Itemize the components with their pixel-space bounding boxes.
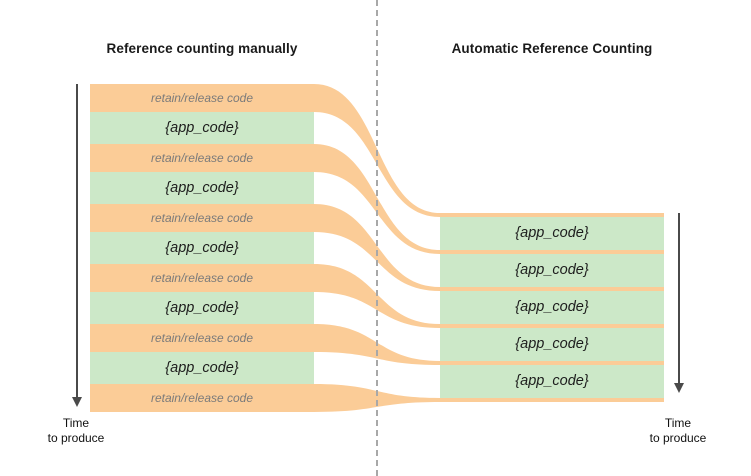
- left-time-axis-line: [76, 84, 78, 399]
- right-block-retain-1: [440, 213, 664, 217]
- right-time-arrow-icon: [674, 383, 684, 393]
- right-block-app-6: [440, 291, 664, 324]
- left-block-retain-7: [90, 264, 314, 292]
- left-block-retain-3: [90, 144, 314, 172]
- left-time-caption-line2: to produce: [47, 431, 105, 445]
- right-block-retain-11: [440, 398, 664, 402]
- left-block-app-6: [90, 232, 314, 264]
- center-divider-line: [376, 0, 378, 476]
- right-time-axis-line: [678, 213, 680, 385]
- left-time-arrow-icon: [72, 397, 82, 407]
- right-block-retain-5: [440, 287, 664, 291]
- left-block-retain-1: [90, 84, 314, 112]
- right-block-app-4: [440, 254, 664, 287]
- left-column-heading: Reference counting manually: [106, 41, 298, 56]
- right-block-retain-3: [440, 250, 664, 254]
- left-block-retain-5: [90, 204, 314, 232]
- left-block-app-2: [90, 112, 314, 144]
- right-column-heading: Automatic Reference Counting: [451, 41, 653, 56]
- right-column-blocks: [440, 213, 664, 402]
- right-time-caption-line2: to produce: [649, 431, 707, 445]
- right-block-retain-9: [440, 361, 664, 365]
- right-block-retain-7: [440, 324, 664, 328]
- right-time-caption-line1: Time: [664, 416, 692, 430]
- left-time-caption: Time to produce: [26, 416, 126, 446]
- left-time-caption-line1: Time: [62, 416, 90, 430]
- left-block-app-4: [90, 172, 314, 204]
- right-time-caption: Time to produce: [628, 416, 728, 446]
- left-block-app-8: [90, 292, 314, 324]
- left-block-app-10: [90, 352, 314, 384]
- left-column-blocks: [90, 84, 314, 412]
- right-block-app-8: [440, 328, 664, 361]
- left-block-retain-9: [90, 324, 314, 352]
- left-block-retain-11: [90, 384, 314, 412]
- right-block-app-10: [440, 365, 664, 398]
- right-block-app-2: [440, 217, 664, 250]
